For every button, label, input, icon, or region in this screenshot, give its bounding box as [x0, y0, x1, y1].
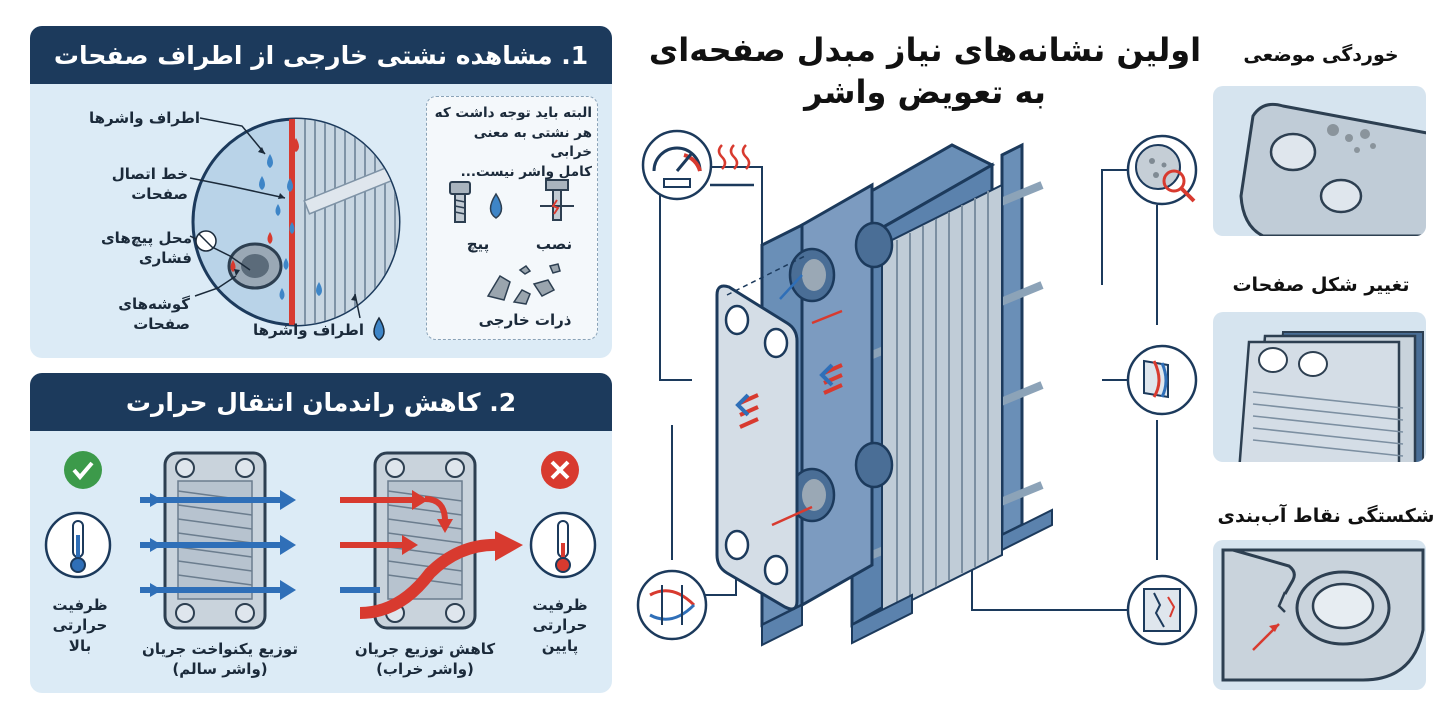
detached-gasket-plate: [715, 284, 799, 611]
check-icon: [64, 451, 102, 489]
leak-causes-note-text: البته باید توجه داشت که هر نشتی به معنی …: [434, 105, 592, 180]
label-seal-break: شکستگی نقاط آب‌بندی: [1217, 505, 1435, 527]
label-corrosion: خوردگی موضعی: [1243, 44, 1399, 66]
corrosion-magnifier-icon: [1126, 134, 1198, 206]
heat-waves-icon: [710, 144, 754, 187]
pressure-gauge-icon: [641, 129, 713, 201]
panel-external-leak-header: 1. مشاهده نشتی خارجی از اطراف صفحات: [30, 26, 612, 84]
label-cause-bolt: پیچ: [466, 235, 490, 253]
label-bad-caption: کاهش توزیع جریان (واشر خراب): [354, 640, 496, 679]
label-bad-capacity: ظرفیت حرارتی پایین: [532, 596, 588, 655]
leak-magnifier-illustration: [189, 117, 401, 341]
label-cause-particles: ذرات خارجی: [478, 311, 572, 329]
main-title-line1: اولین نشانه‌های نیاز مبدل صفحه‌ای: [648, 31, 1202, 69]
label-plate-deformation: تغییر شکل صفحات: [1232, 274, 1410, 296]
panel-heat-transfer-header: 2. کاهش راندمان انتقال حرارت: [30, 373, 612, 431]
label-good-caption: توزیع یکنواخت جریان (واشر سالم): [142, 640, 298, 679]
flow-cross-icon: [636, 569, 708, 641]
label-gasket-edges-bottom: اطراف واشرها: [253, 321, 364, 339]
label-gasket-edges-top: اطراف واشرها: [89, 109, 200, 127]
deformed-plates-icon: [1126, 344, 1198, 416]
main-title: اولین نشانه‌های نیاز مبدل صفحه‌ای به تعو…: [625, 30, 1225, 113]
heat-exchanger-illustration: [636, 129, 1198, 647]
label-plate-joint-line: خط اتصال صفحات: [111, 165, 188, 204]
label-cause-installation: نصب: [535, 235, 573, 253]
cracked-seal-icon: [1126, 574, 1198, 646]
label-good-capacity: ظرفیت حرارتی بالا: [52, 596, 108, 655]
panel-external-leak: 1. مشاهده نشتی خارجی از اطراف صفحات: [30, 26, 612, 358]
image-corrosion: [1213, 86, 1426, 236]
panel-heat-transfer: 2. کاهش راندمان انتقال حرارت: [30, 373, 612, 693]
flow-comparison-illustration: [44, 451, 597, 630]
image-seal-break: [1213, 540, 1426, 690]
thermometer-low-icon: [44, 511, 112, 579]
label-plate-corners: گوشه‌های صفحات: [118, 295, 190, 334]
thermometer-high-icon: [529, 511, 597, 579]
main-title-line2: به تعویض واشر: [804, 72, 1046, 111]
label-bolt-location: محل پیچ‌های فشاری: [100, 229, 192, 268]
image-plate-deformation: [1213, 312, 1426, 462]
